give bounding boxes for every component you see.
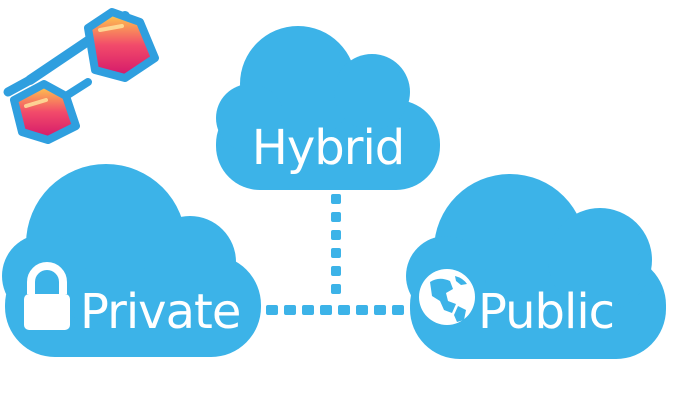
- hybrid-cloud: [216, 26, 440, 190]
- sunglasses-icon: [3, 8, 159, 144]
- connector-dot: [320, 305, 332, 315]
- connector-dot: [331, 248, 341, 258]
- connector-dot: [266, 305, 278, 315]
- lock-icon: [24, 262, 70, 330]
- connector-dot: [374, 305, 386, 315]
- connector-dot: [356, 305, 368, 315]
- connector-dot: [331, 230, 341, 240]
- connector-dot: [284, 305, 296, 315]
- connector-dot: [392, 305, 404, 315]
- connector-dot: [302, 305, 314, 315]
- connector-dot: [331, 194, 341, 204]
- private-cloud: [2, 164, 261, 357]
- connector-dot: [331, 212, 341, 222]
- connector-dots: [266, 194, 404, 315]
- connector-dot: [338, 305, 350, 315]
- private-label: Private: [80, 284, 240, 340]
- public-label: Public: [478, 284, 614, 340]
- globe-icon: [419, 269, 475, 325]
- connector-dot: [331, 266, 341, 276]
- connector-dot: [331, 284, 341, 294]
- hybrid-label: Hybrid: [252, 120, 405, 176]
